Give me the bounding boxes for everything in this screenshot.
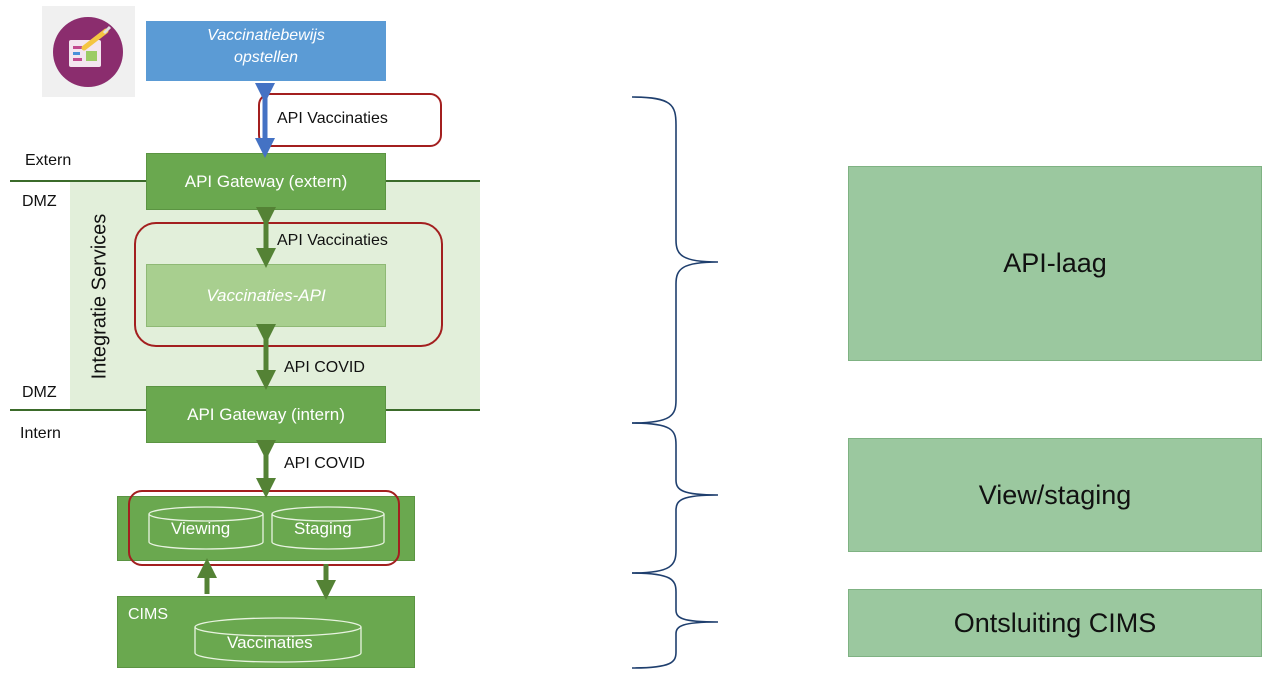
- api-vaccinaties-top-label: API Vaccinaties: [277, 110, 388, 127]
- vaccination-certificate-app-icon: [42, 6, 135, 97]
- zone-intern-label: Intern: [20, 425, 61, 442]
- cims-container: [117, 596, 415, 668]
- api-gateway-intern-box: API Gateway (intern): [146, 386, 386, 443]
- vaccinaties-api-highlight: [134, 222, 443, 347]
- zone-extern-label: Extern: [25, 152, 72, 169]
- zone-dmz-bottom-label: DMZ: [22, 384, 57, 401]
- brace-ontsluiting-cims: [631, 572, 719, 669]
- zone-dmz-top-label: DMZ: [22, 193, 57, 210]
- api-covid-upper-label: API COVID: [284, 359, 365, 376]
- vaccinatiebewijs-opstellen-box: Vaccinatiebewijs opstellen: [146, 21, 386, 81]
- viewing-database-icon: [148, 506, 264, 550]
- staging-label: Staging: [294, 519, 352, 538]
- view-staging-box: View/staging: [848, 438, 1262, 552]
- api-vaccinaties-mid-label: API Vaccinaties: [277, 232, 388, 249]
- view-staging-container: [117, 496, 415, 561]
- brace-api-laag: [631, 96, 719, 424]
- staging-database-icon: [271, 506, 385, 550]
- api-covid-lower-label: API COVID: [284, 455, 365, 472]
- api-laag-box: API-laag: [848, 166, 1262, 361]
- viewing-label: Viewing: [171, 519, 231, 538]
- cims-label: CIMS: [128, 606, 168, 623]
- brace-view-staging: [631, 422, 719, 574]
- ontsluiting-cims-box: Ontsluiting CIMS: [848, 589, 1262, 657]
- api-gateway-extern-box: API Gateway (extern): [146, 153, 386, 210]
- vaccinaties-db-label: Vaccinaties: [227, 633, 313, 652]
- vaccinaties-api-box: Vaccinaties-API: [146, 264, 386, 327]
- vaccinaties-database-icon: [194, 617, 362, 663]
